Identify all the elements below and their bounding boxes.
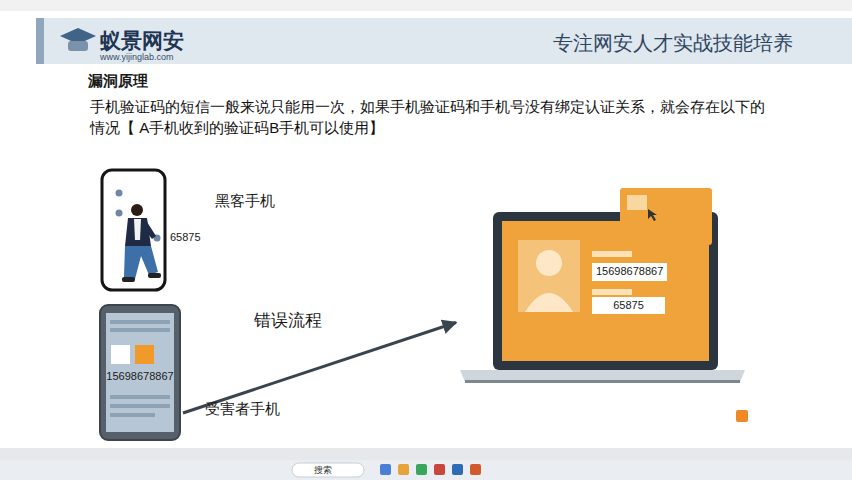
phone-number: 15698678867 bbox=[106, 370, 173, 383]
app-square bbox=[111, 345, 130, 364]
text-bar bbox=[110, 328, 170, 332]
text-bar bbox=[110, 404, 170, 408]
person-shoe bbox=[148, 273, 161, 278]
search-label: 搜索 bbox=[314, 464, 332, 477]
taskbar-icon bbox=[380, 464, 391, 475]
laptop-base bbox=[460, 370, 745, 382]
title-bar bbox=[0, 0, 852, 11]
phone-caption: 黑客手机 bbox=[215, 192, 275, 210]
taskbar bbox=[0, 460, 852, 480]
tray-icon bbox=[736, 410, 748, 422]
field-value: 65875 bbox=[613, 299, 644, 312]
text-bar bbox=[110, 413, 155, 417]
input-field: 65875 bbox=[592, 297, 665, 314]
field-caption-bar bbox=[592, 251, 632, 257]
person-head bbox=[131, 204, 143, 216]
taskbar-icon bbox=[398, 464, 409, 475]
chat-dot bbox=[116, 210, 123, 217]
avatar-body bbox=[525, 293, 573, 312]
victim-phone: 15698678867受害者手机 bbox=[100, 305, 180, 440]
laptop: 15698678867 65875 bbox=[460, 212, 745, 382]
popup-card bbox=[620, 188, 712, 245]
slide-heading: 漏洞原理 bbox=[88, 72, 148, 91]
app-square bbox=[135, 345, 154, 364]
popup-thumb bbox=[627, 195, 647, 210]
taskbar-icon bbox=[434, 464, 445, 475]
avatar-head bbox=[536, 250, 562, 276]
taskbar-icon bbox=[416, 464, 427, 475]
avatar-panel bbox=[518, 240, 580, 312]
text-bar bbox=[110, 395, 170, 399]
input-field: 15698678867 bbox=[592, 263, 667, 281]
field-caption-bar bbox=[592, 289, 632, 295]
person-shirt bbox=[134, 219, 141, 240]
laptop-base bbox=[465, 380, 740, 383]
text-bar bbox=[110, 320, 170, 324]
phone-screen bbox=[106, 313, 174, 432]
status-bar bbox=[0, 448, 852, 460]
person-arm bbox=[145, 222, 156, 239]
logo-icon bbox=[68, 41, 88, 51]
field-value: 15698678867 bbox=[596, 265, 663, 278]
header-band bbox=[44, 18, 852, 64]
body-text: 手机验证码的短信一般来说只能用一次，如果手机验证码和手机号没有绑定认证关系，就会… bbox=[90, 96, 772, 138]
logo-url: www.yijinglab.com bbox=[100, 52, 174, 62]
search-box bbox=[292, 463, 364, 477]
slogan: 专注网安人才实战技能培养 bbox=[553, 30, 793, 57]
hacker-phone: 65875黑客手机 bbox=[102, 170, 165, 290]
slide-ground bbox=[0, 11, 852, 448]
phone-caption: 受害者手机 bbox=[205, 400, 280, 418]
taskbar-icon bbox=[470, 464, 481, 475]
logo-text: 蚁景网安 bbox=[100, 27, 184, 55]
chat-dot bbox=[116, 190, 123, 197]
edge-label: 错误流程 bbox=[252, 309, 324, 332]
flow-arrow bbox=[183, 323, 456, 414]
taskbar-icon bbox=[452, 464, 463, 475]
header-strip bbox=[36, 18, 44, 64]
victim-phone bbox=[100, 305, 180, 440]
hacker-phone bbox=[102, 170, 165, 290]
sms-code: 65875 bbox=[170, 231, 201, 244]
person-shoe bbox=[122, 277, 135, 282]
mouse-cursor bbox=[648, 209, 657, 221]
